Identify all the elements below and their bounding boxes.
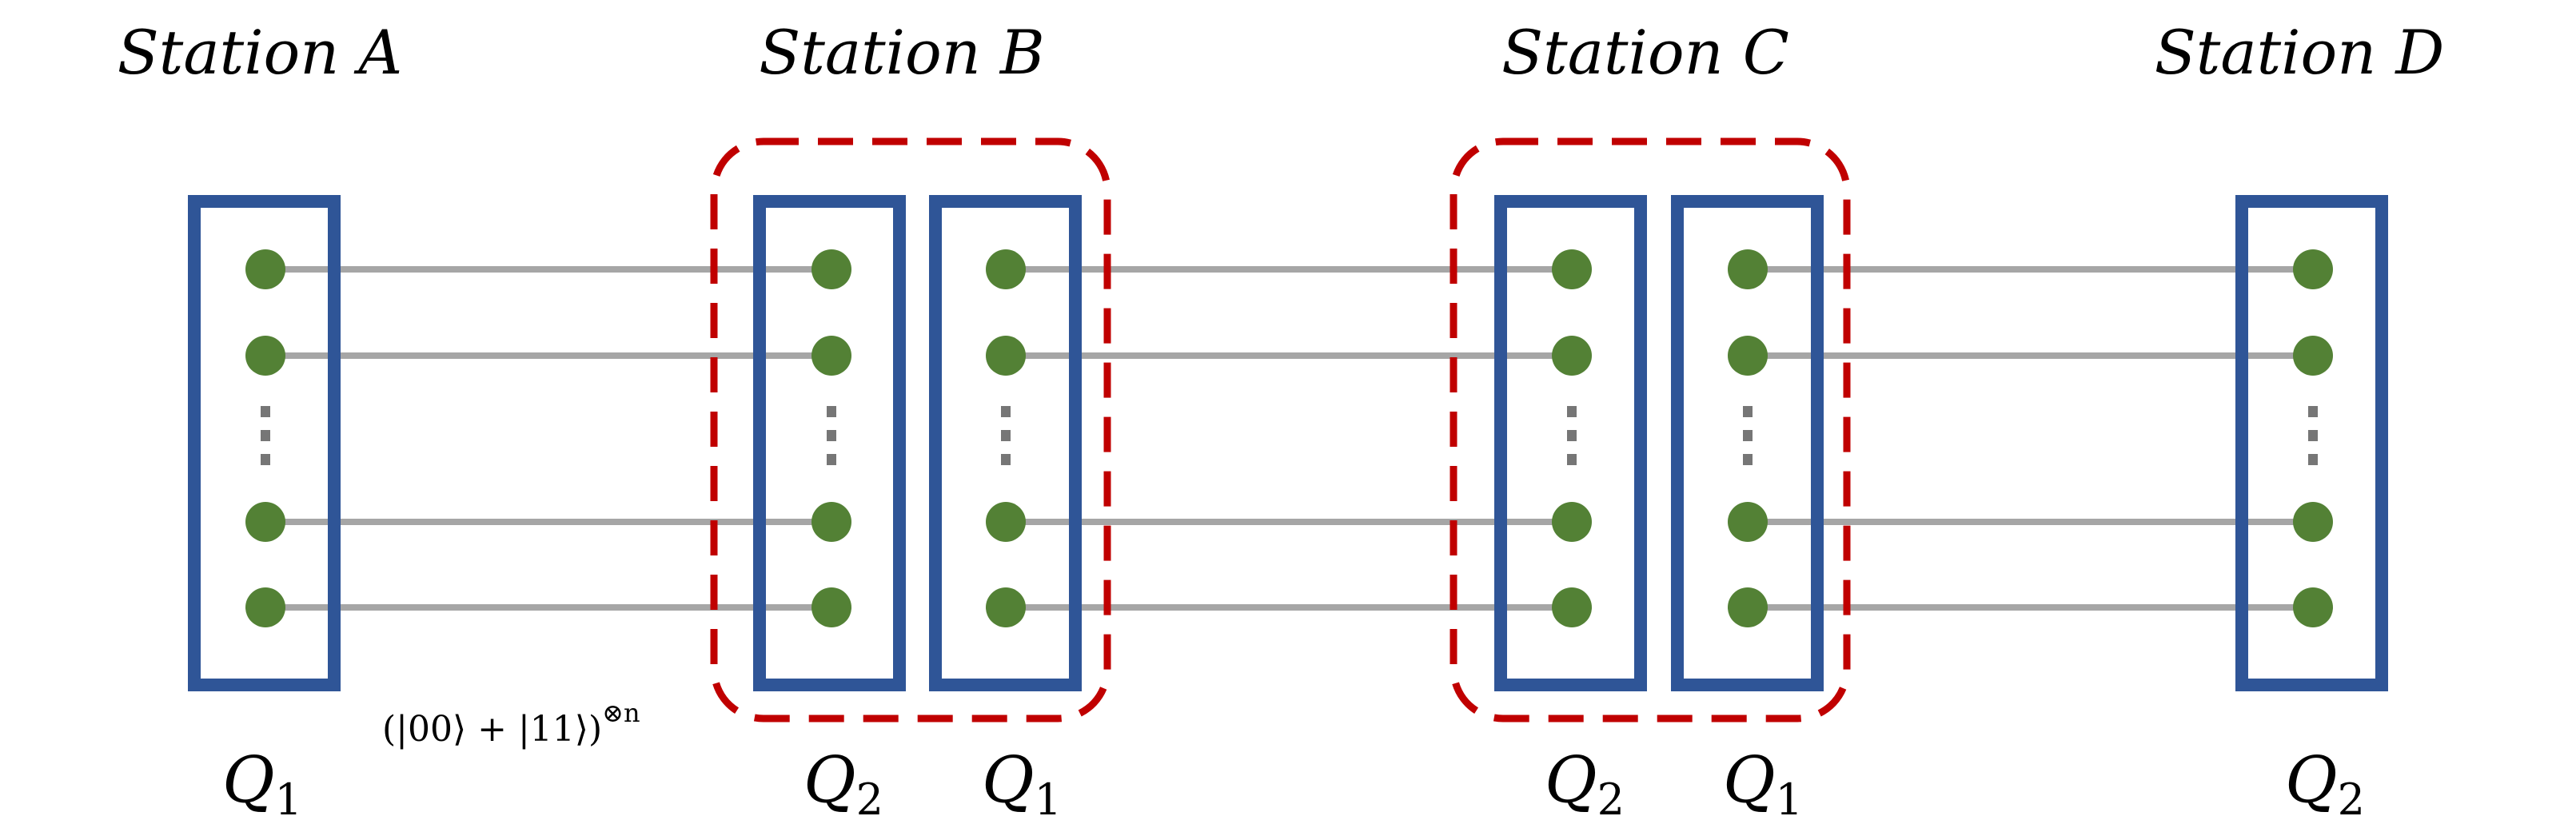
- qubit-dot: [986, 336, 1026, 376]
- register-c-q2-label: Q2: [1545, 742, 1625, 824]
- ellipsis-dot: [1743, 430, 1753, 441]
- register-subscript: 2: [2338, 774, 2365, 824]
- register-d-q2-label: Q2: [2285, 742, 2365, 824]
- bell-state-base: (|00⟩ + |11⟩): [382, 709, 602, 750]
- register-a-q1: [188, 195, 341, 691]
- ellipsis-dot: [1001, 430, 1011, 441]
- station-c-group: [1449, 137, 1851, 722]
- ellipsis-dot: [1567, 406, 1577, 417]
- qubit-dot: [1728, 336, 1768, 376]
- ellipsis-dot: [2308, 406, 2318, 417]
- register-subscript: 1: [1776, 774, 1803, 824]
- ellipsis-dot: [261, 430, 270, 441]
- register-subscript: 1: [1035, 774, 1062, 824]
- register-symbol: Q: [222, 742, 275, 817]
- qubit-dot: [245, 502, 285, 542]
- ellipsis-dot: [261, 454, 270, 465]
- ellipsis-dot: [1743, 406, 1753, 417]
- register-b-q2-label: Q2: [804, 742, 883, 824]
- register-c-q1: [1671, 195, 1824, 691]
- bell-state-exponent: ⊗n: [602, 698, 640, 728]
- entanglement-links: [265, 266, 2313, 611]
- station-c-title: Station C: [1501, 17, 1789, 88]
- qubit-dot: [986, 502, 1026, 542]
- register-c-q2: [1494, 195, 1647, 691]
- register-symbol: Q: [1723, 742, 1776, 817]
- ellipsis-dot: [1001, 406, 1011, 417]
- bell-state-label: (|00⟩ + |11⟩)⊗n: [382, 698, 640, 750]
- qubit-dot: [1552, 587, 1592, 627]
- register-symbol: Q: [804, 742, 856, 817]
- ellipsis-dot: [1567, 430, 1577, 441]
- station-d-title: Station D: [2155, 17, 2445, 88]
- qubit-dot: [1552, 502, 1592, 542]
- station-b-title: Station B: [759, 17, 1044, 88]
- ellipsis-dot: [1001, 454, 1011, 465]
- qubit-dot: [811, 587, 851, 627]
- register-c-q1-label: Q1: [1723, 742, 1803, 824]
- qubit-dot: [245, 249, 285, 289]
- register-b-q1-label: Q1: [982, 742, 1062, 824]
- register-subscript: 2: [856, 774, 883, 824]
- register-symbol: Q: [2285, 742, 2338, 817]
- qubit-dot: [811, 336, 851, 376]
- ellipsis-dot: [1567, 454, 1577, 465]
- qubit-dot: [1728, 249, 1768, 289]
- register-a-q1-label: Q1: [222, 742, 302, 824]
- ellipsis-dot: [827, 454, 836, 465]
- register-b-q2: [753, 195, 906, 691]
- qubit-dot: [1728, 502, 1768, 542]
- qubit-dot: [811, 249, 851, 289]
- qubit-dot: [1728, 587, 1768, 627]
- station-a-title: Station A: [118, 17, 403, 88]
- qubit-dot: [986, 587, 1026, 627]
- qubit-dot: [2293, 502, 2333, 542]
- qubit-dot: [1552, 249, 1592, 289]
- station-b-group: [710, 137, 1111, 722]
- qubit-dot: [2293, 587, 2333, 627]
- ellipsis-dot: [261, 406, 270, 417]
- register-symbol: Q: [1545, 742, 1597, 817]
- register-b-q1: [929, 195, 1082, 691]
- register-subscript: 2: [1597, 774, 1625, 824]
- ellipsis-dot: [2308, 454, 2318, 465]
- qubits: [245, 249, 2333, 627]
- register-d-q2: [2235, 195, 2388, 691]
- ellipsis-dot: [2308, 430, 2318, 441]
- qubit-dot: [986, 249, 1026, 289]
- register-subscript: 1: [275, 774, 302, 824]
- qubit-dot: [2293, 249, 2333, 289]
- register-symbol: Q: [982, 742, 1035, 817]
- qubit-dot: [245, 587, 285, 627]
- ellipsis-dot: [827, 406, 836, 417]
- ellipsis-dot: [827, 430, 836, 441]
- ellipsis-dot: [1743, 454, 1753, 465]
- qubit-dot: [245, 336, 285, 376]
- qubit-dot: [811, 502, 851, 542]
- qubit-dot: [1552, 336, 1592, 376]
- qubit-dot: [2293, 336, 2333, 376]
